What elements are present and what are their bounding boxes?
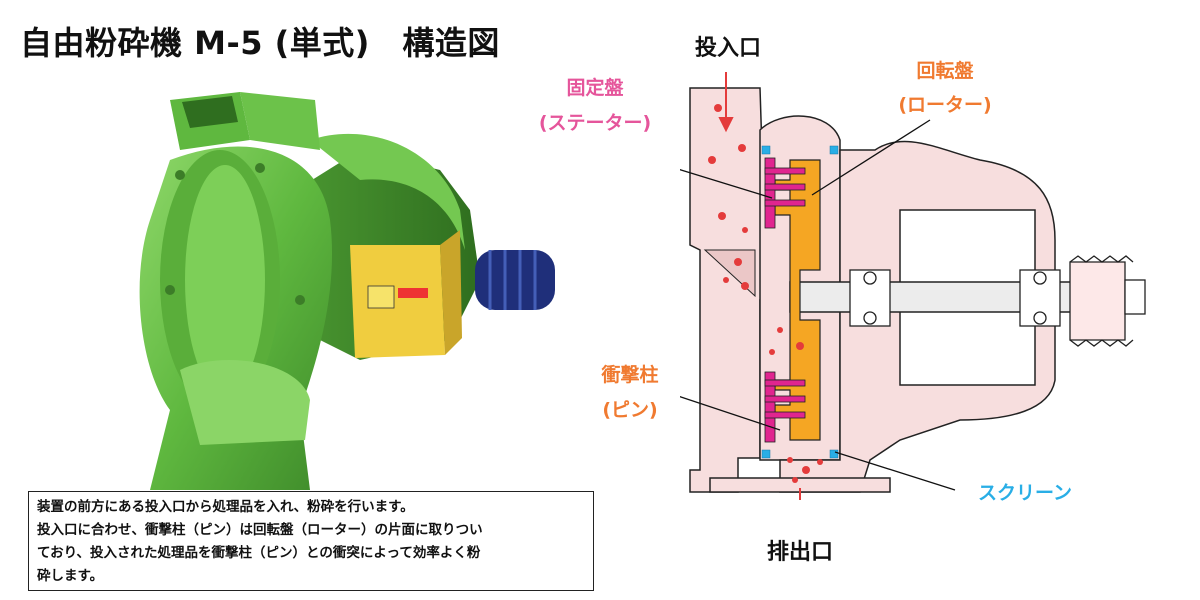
rotor-leader [811, 119, 931, 196]
screen-leader [834, 451, 956, 491]
particles [708, 104, 823, 483]
description-line: 装置の前方にある投入口から処理品を入れ、粉砕を行います。 [37, 499, 414, 515]
outlet-arrow [799, 488, 801, 500]
outlet-label: 排出口 [766, 540, 833, 565]
pin-leader [680, 395, 781, 431]
rotor-label-sub: (ローター) [898, 94, 992, 116]
pulley [1069, 255, 1146, 347]
cross-section-diagram [680, 72, 1146, 500]
rotor-label: 回転盤 [916, 60, 974, 82]
description-line: 投入口に合わせ、衝撃柱（ピン）は回転盤（ローター）の片面に取りつい [37, 522, 483, 538]
machine-photo [139, 92, 555, 490]
description-line: 砕します。 [37, 568, 104, 584]
page-title: 自由粉砕機 M-5 (単式) 構造図 [20, 24, 500, 62]
inlet-arrow [718, 72, 734, 133]
stator-pins [764, 157, 806, 443]
description-box: 装置の前方にある投入口から処理品を入れ、粉砕を行います。 投入口に合わせ、衝撃柱… [28, 491, 594, 591]
stator-label-sub: (ステーター) [538, 112, 652, 134]
bearing [849, 269, 1061, 327]
stator-leader [680, 168, 773, 199]
stator-label: 固定盤 [566, 77, 624, 99]
screen-label: スクリーン [977, 482, 1073, 504]
description-line: ており、投入された処理品を衝撃柱（ピン）との衝突によって効率よく粉 [37, 545, 481, 561]
pin-label: 衝撃柱 [601, 364, 659, 386]
pin-label-sub: (ピン) [602, 399, 658, 421]
screen [761, 145, 839, 459]
inlet-label: 投入口 [694, 36, 761, 61]
